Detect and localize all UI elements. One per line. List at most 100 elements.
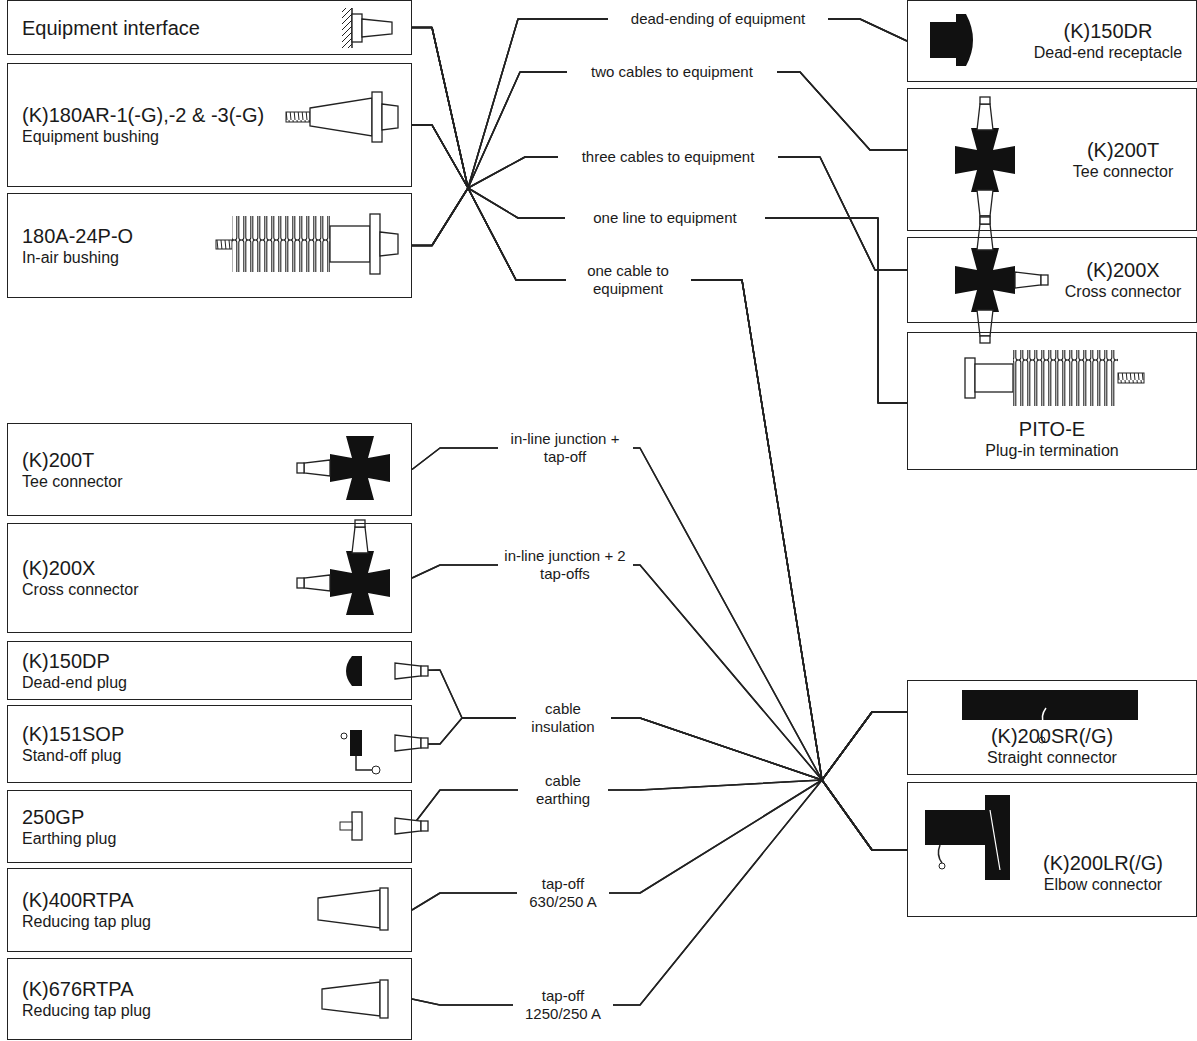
connection-label: in-line junction + 2 tap-offs bbox=[498, 546, 633, 584]
tee-icon bbox=[955, 97, 1015, 223]
connector-line bbox=[412, 72, 907, 246]
connector-line bbox=[412, 19, 907, 188]
termination-icon bbox=[965, 350, 1144, 406]
component-box: (K)200TTee connector bbox=[7, 423, 412, 516]
dead-end-plug-icon bbox=[346, 656, 428, 686]
part-description: Tee connector bbox=[1073, 162, 1174, 182]
connector-line bbox=[412, 125, 907, 270]
part-code: (K)200X bbox=[1086, 258, 1159, 282]
connector-line bbox=[412, 125, 907, 403]
connector-line bbox=[412, 780, 907, 910]
connection-label: one cable to equipment bbox=[566, 261, 691, 299]
connection-label: tap-off 1250/250 A bbox=[513, 986, 613, 1024]
connector-line bbox=[412, 28, 907, 271]
part-description: Stand-off plug bbox=[22, 746, 121, 766]
part-description: Straight connector bbox=[987, 748, 1117, 768]
part-code: (K)200LR(/G) bbox=[1043, 851, 1163, 875]
connector-line bbox=[412, 157, 907, 270]
part-code: (K)200T bbox=[22, 448, 94, 472]
part-description: Reducing tap plug bbox=[22, 1001, 151, 1021]
part-description: Reducing tap plug bbox=[22, 912, 151, 932]
connection-label: in-line junction + tap-off bbox=[498, 429, 633, 467]
connection-label: one line to equipment bbox=[565, 208, 765, 228]
reducing-plug-icon bbox=[318, 888, 388, 930]
reducing-plug-icon bbox=[322, 980, 388, 1018]
part-code: (K)200T bbox=[1087, 138, 1159, 162]
connector-line bbox=[412, 28, 907, 404]
connector-line bbox=[412, 28, 907, 781]
connection-label: dead-ending of equipment bbox=[608, 9, 828, 29]
part-description: Dead-end receptacle bbox=[1034, 43, 1183, 63]
connector-line bbox=[412, 188, 907, 403]
connector-line bbox=[412, 448, 907, 850]
part-description: Equipment bushing bbox=[22, 127, 159, 147]
part-description: In-air bushing bbox=[22, 248, 119, 268]
connector-line bbox=[412, 780, 907, 1005]
component-box: (K)200TTee connector bbox=[907, 88, 1197, 231]
part-description: Cross connector bbox=[22, 580, 139, 600]
part-code: (K)676RTPA bbox=[22, 977, 134, 1001]
stand-off-plug-icon bbox=[341, 730, 428, 774]
connector-line bbox=[412, 448, 907, 780]
part-description: Tee connector bbox=[22, 472, 123, 492]
cross-icon bbox=[955, 217, 1048, 343]
connector-line bbox=[412, 712, 907, 827]
component-box: (K)150DRDead-end receptacle bbox=[907, 0, 1197, 82]
part-code: (K)400RTPA bbox=[22, 888, 134, 912]
part-code: (K)150DR bbox=[1064, 19, 1153, 43]
connector-line bbox=[412, 72, 907, 188]
part-description: Elbow connector bbox=[1044, 875, 1162, 895]
connector-line bbox=[412, 188, 907, 850]
connector-line bbox=[412, 718, 907, 850]
component-box: (K)200SR(/G)Straight connector bbox=[907, 680, 1197, 775]
component-box: 180A-24P-OIn-air bushing bbox=[7, 193, 412, 298]
interface-icon bbox=[342, 8, 392, 48]
connector-line bbox=[412, 28, 907, 851]
component-box: (K)200XCross connector bbox=[907, 237, 1197, 323]
connector-line bbox=[412, 780, 907, 850]
connector-line bbox=[412, 712, 907, 780]
component-box: (K)151SOPStand-off plug bbox=[7, 705, 412, 783]
component-box: (K)676RTPAReducing tap plug bbox=[7, 958, 412, 1040]
part-code: 180A-24P-O bbox=[22, 224, 133, 248]
part-code: 250GP bbox=[22, 805, 84, 829]
connection-label: cable insulation bbox=[516, 699, 611, 737]
connection-label: tap-off 630/250 A bbox=[517, 874, 609, 912]
component-box: (K)150DPDead-end plug bbox=[7, 641, 412, 700]
part-code: PITO-E bbox=[1019, 417, 1085, 441]
component-box: (K)200XCross connector bbox=[7, 523, 412, 633]
part-code: (K)200X bbox=[22, 556, 95, 580]
connector-line bbox=[412, 19, 907, 188]
in-air-bushing-icon bbox=[216, 214, 398, 274]
connector-line bbox=[412, 125, 907, 850]
earthing-plug-icon bbox=[340, 812, 428, 840]
component-box: PITO-EPlug-in termination bbox=[907, 332, 1197, 470]
part-code: (K)200SR(/G) bbox=[991, 724, 1113, 748]
connection-label: two cables to equipment bbox=[567, 62, 777, 82]
part-code: (K)151SOP bbox=[22, 722, 124, 746]
component-box: (K)400RTPAReducing tap plug bbox=[7, 868, 412, 952]
connector-line bbox=[412, 19, 907, 246]
part-code: Equipment interface bbox=[22, 16, 200, 40]
connection-label: three cables to equipment bbox=[558, 147, 778, 167]
component-box: Equipment interface bbox=[7, 0, 412, 55]
connector-line bbox=[412, 565, 907, 850]
component-box: (K)200LR(/G)Elbow connector bbox=[907, 782, 1197, 917]
cross-icon bbox=[297, 520, 390, 615]
part-code: (K)150DP bbox=[22, 649, 110, 673]
part-description: Cross connector bbox=[1065, 282, 1182, 302]
receptacle-icon bbox=[930, 14, 973, 66]
component-box: 250GPEarthing plug bbox=[7, 790, 412, 863]
tee-icon bbox=[297, 436, 390, 500]
part-description: Dead-end plug bbox=[22, 673, 127, 693]
component-box: (K)180AR-1(-G),-2 & -3(-G)Equipment bush… bbox=[7, 63, 412, 187]
part-description: Earthing plug bbox=[22, 829, 116, 849]
connector-line bbox=[412, 712, 907, 910]
part-description: Plug-in termination bbox=[985, 441, 1118, 461]
connector-line bbox=[412, 712, 907, 1005]
elbow-connector-icon bbox=[925, 795, 1010, 880]
bushing-icon bbox=[286, 92, 398, 142]
connector-line bbox=[412, 565, 907, 780]
connector-line bbox=[412, 670, 907, 850]
